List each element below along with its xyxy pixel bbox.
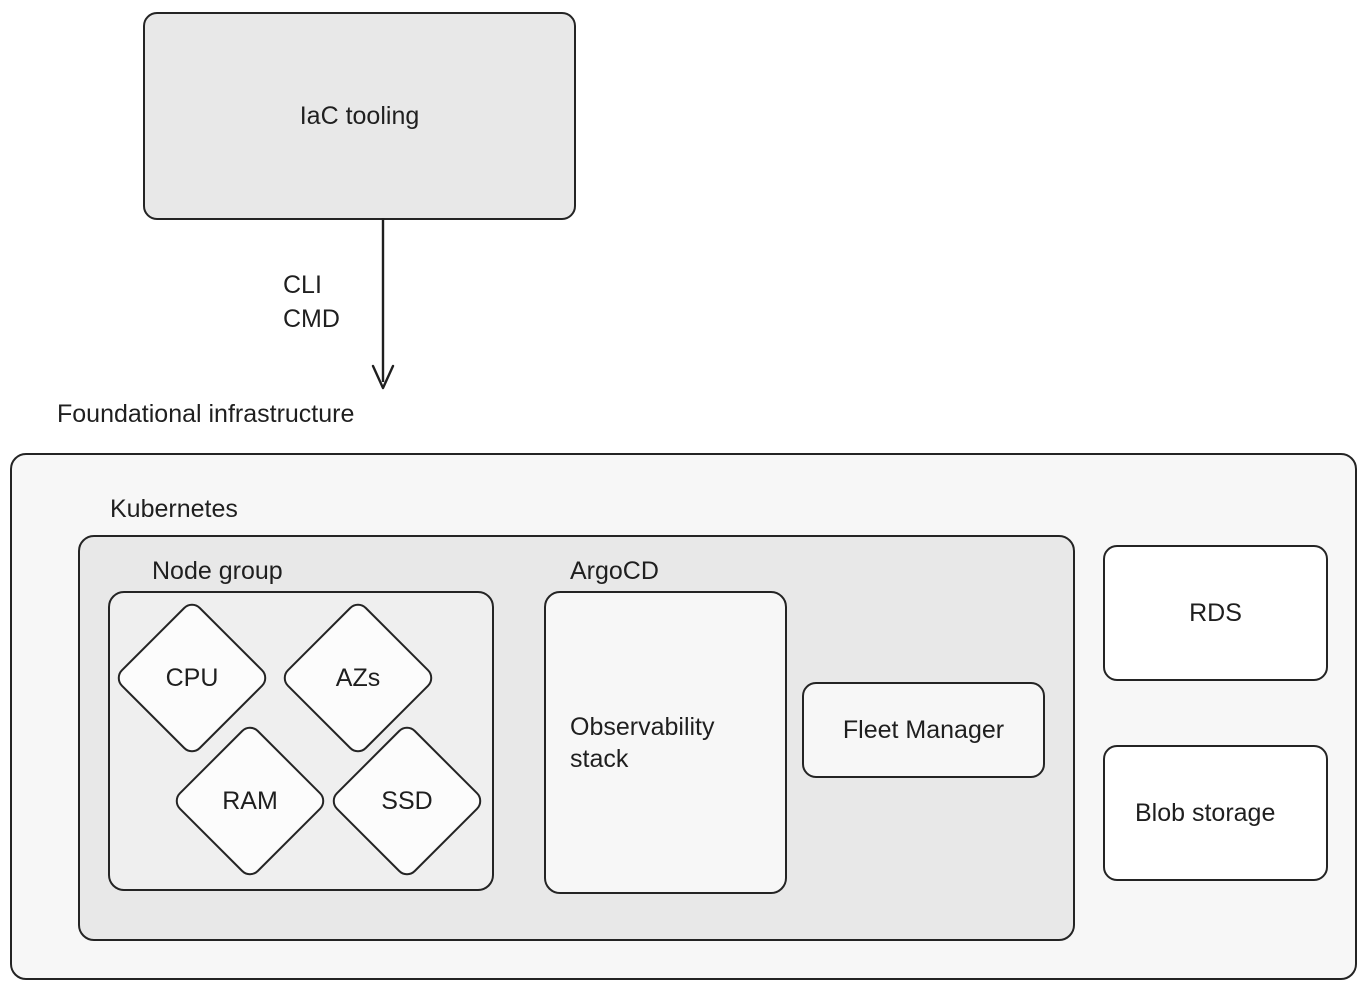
node-fleet-manager-label: Fleet Manager [842, 716, 1005, 744]
edge-label-line-1: CLI [283, 271, 322, 299]
node-resource-cpu-label: CPU [165, 664, 219, 692]
group-label-node-group: Node group [152, 557, 283, 585]
group-label-foundational-infrastructure: Foundational infrastructure [57, 400, 355, 428]
node-blob-storage[interactable]: Blob storage [1103, 745, 1328, 881]
edge-label-cli-cmd: CLI CMD [283, 268, 340, 336]
node-observability-stack-label: Observability stack [570, 712, 715, 773]
node-resource-ssd-label: SSD [381, 787, 433, 815]
edge-label-line-2: CMD [283, 305, 340, 333]
node-iac-tooling[interactable]: IaC tooling [143, 12, 576, 220]
node-iac-tooling-label: IaC tooling [299, 102, 420, 130]
node-resource-azs-label: AZs [335, 664, 381, 692]
group-label-argocd: ArgoCD [570, 557, 659, 585]
arrow-down-icon [371, 218, 395, 390]
node-fleet-manager[interactable]: Fleet Manager [802, 682, 1045, 778]
group-label-kubernetes: Kubernetes [110, 495, 238, 523]
node-blob-storage-label: Blob storage [1135, 799, 1276, 827]
node-resource-ram-label: RAM [222, 787, 278, 815]
node-rds-label: RDS [1189, 599, 1242, 627]
node-observability-stack[interactable]: Observability stack [544, 591, 787, 894]
node-rds[interactable]: RDS [1103, 545, 1328, 681]
